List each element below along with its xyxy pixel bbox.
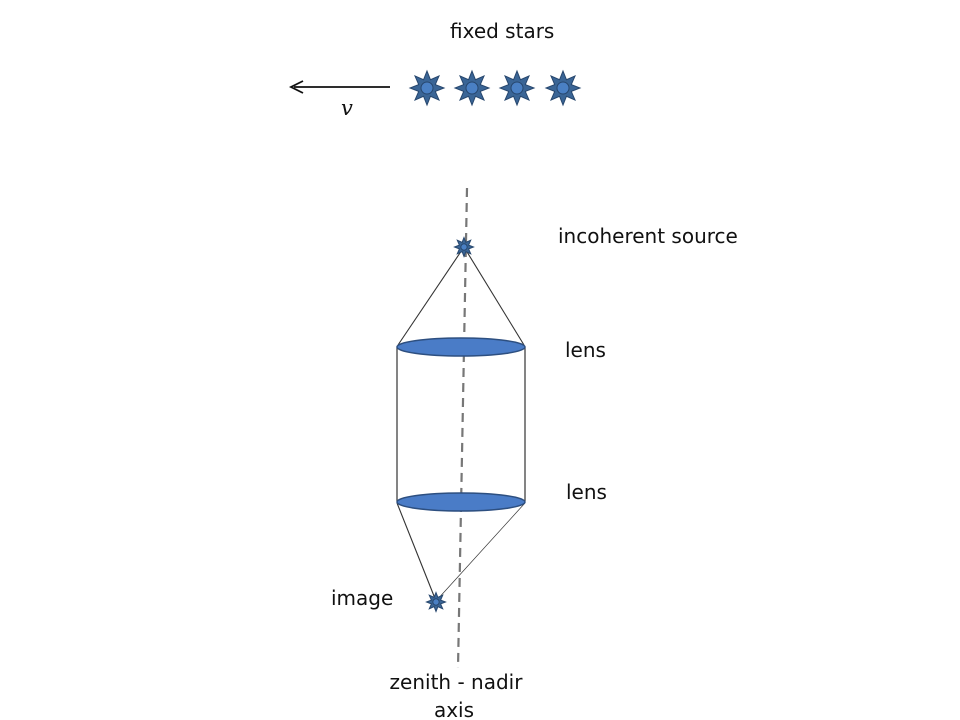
incoherent-source-label: incoherent source [558, 224, 738, 248]
fixed-stars-row [408, 69, 582, 107]
ray-source-left [397, 246, 465, 346]
top-lens-label: lens [565, 338, 606, 362]
top-lens [396, 337, 526, 357]
zenith-nadir-axis-line [456, 187, 469, 669]
fixed-star-icon [544, 69, 582, 107]
star-icon [425, 591, 447, 613]
velocity-label: v [341, 96, 353, 120]
incoherent-source-star-icon [453, 236, 475, 258]
fixed-stars-label: fixed stars [450, 19, 554, 43]
axis-label-line1: zenith - nadir [390, 670, 524, 694]
fixed-star-icon [453, 69, 491, 107]
ray-image-right [435, 502, 526, 602]
image-label: image [331, 586, 393, 610]
axis-label-line2: axis [434, 698, 474, 720]
bottom-lens [396, 492, 526, 512]
ray-image-left [396, 502, 437, 602]
fixed-star-icon [498, 69, 536, 107]
ray-source-right [463, 246, 525, 346]
star-icon [453, 236, 475, 258]
fixed-star-icon [408, 69, 446, 107]
arrow-left-icon [288, 80, 304, 94]
bottom-lens-label: lens [566, 480, 607, 504]
image-star-icon [425, 591, 447, 613]
